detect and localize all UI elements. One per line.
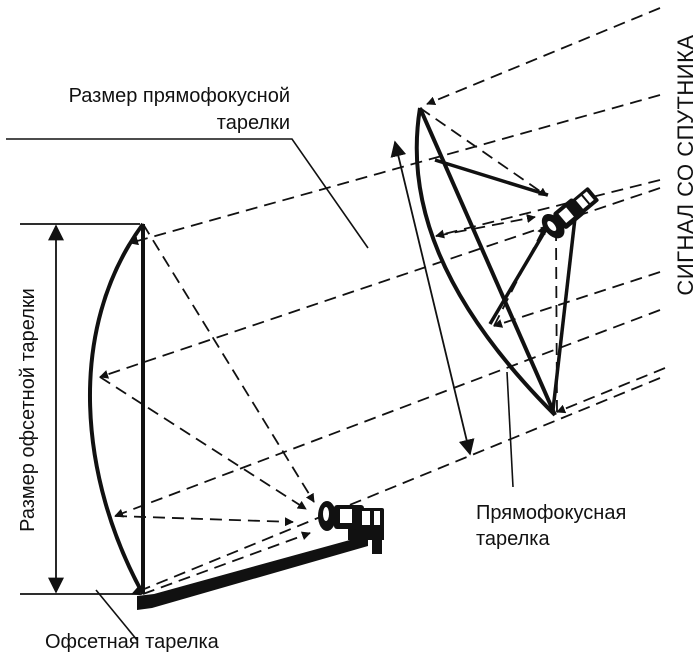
prime-dish-label: тарелка bbox=[476, 528, 551, 550]
signal-ray bbox=[556, 367, 666, 414]
lnb-converter-icon bbox=[541, 187, 599, 239]
offset-dish-reflector bbox=[87, 222, 145, 595]
offset-size-dimension bbox=[20, 223, 140, 595]
reflected-ray bbox=[142, 531, 311, 595]
reflected-ray bbox=[99, 376, 307, 510]
reflected-ray bbox=[142, 223, 315, 503]
signal-ray bbox=[114, 309, 661, 518]
prime-size-dimension bbox=[390, 140, 475, 456]
signal-ray bbox=[131, 377, 661, 596]
prime-dish-leader bbox=[506, 371, 514, 488]
dimension-arrow bbox=[390, 140, 475, 456]
offset-dish-label: Офсетная тарелка bbox=[45, 631, 220, 653]
reflected-ray bbox=[419, 107, 548, 197]
signal-ray bbox=[493, 271, 661, 328]
offset-mount-foot bbox=[372, 536, 382, 554]
satellite-signal-label: СИГНАЛ СО СПУТНИКА bbox=[673, 34, 698, 295]
prime-dish-label: Прямофокусная bbox=[476, 502, 626, 524]
reflected-ray bbox=[435, 214, 536, 237]
leader-lines bbox=[6, 138, 514, 641]
prime-size-leader bbox=[6, 138, 369, 249]
offset-size-label: Размер офсетной тарелки bbox=[17, 288, 39, 532]
offset-reflected-rays bbox=[99, 223, 315, 595]
lnb-converter-icon bbox=[318, 501, 384, 531]
signal-ray bbox=[426, 7, 661, 106]
signal-ray bbox=[129, 94, 661, 246]
prime-size-label: Размер прямофокусной bbox=[69, 85, 290, 107]
prime-feed-strut bbox=[551, 217, 577, 411]
prime-focus-dish bbox=[414, 107, 599, 417]
offset-mount-arm bbox=[137, 535, 368, 610]
prime-feed-strut bbox=[488, 225, 550, 325]
offset-dish-leader bbox=[95, 589, 138, 641]
offset-dish bbox=[87, 222, 384, 610]
prime-size-label: тарелки bbox=[217, 112, 290, 134]
